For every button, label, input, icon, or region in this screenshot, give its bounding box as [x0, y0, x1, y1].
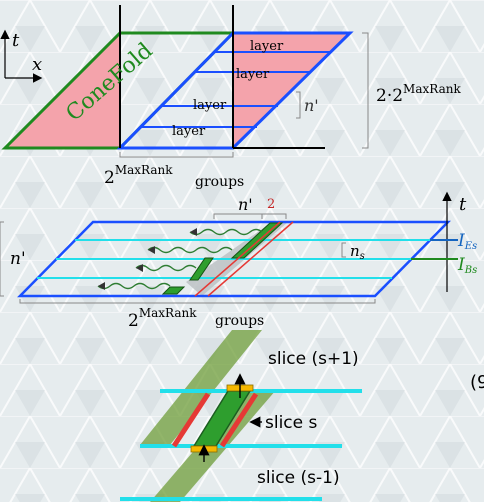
- ns-label: ns: [350, 242, 365, 262]
- height-bracket: [362, 32, 369, 149]
- slice-current-label: slice s: [265, 413, 318, 433]
- top-panel: t x layer layer layer layer ConeFold n' …: [0, 5, 461, 190]
- middle-groups-label: groups: [215, 313, 264, 329]
- arrowhead-1: [190, 228, 197, 236]
- slice-upper-shade: [140, 330, 262, 445]
- ibs-sub: Bs: [464, 265, 477, 276]
- red-edge-2: [207, 221, 294, 297]
- layer-label-3: layer: [193, 98, 227, 113]
- middle-t-axis-label: t: [459, 194, 467, 215]
- slice-prev-label: slice (s-1): [257, 468, 340, 488]
- ies-base: I: [457, 231, 465, 251]
- wavy-arrows: [97, 228, 263, 290]
- ibs-label: IBs: [457, 255, 477, 276]
- two-bracket: [261, 213, 287, 219]
- wavy-arrowheads: [98, 228, 197, 290]
- red-edge-left: [171, 392, 211, 448]
- ies-sub: Es: [464, 241, 477, 252]
- wavy-arrow-1: [189, 228, 263, 236]
- ns-sub: s: [360, 251, 365, 262]
- bottom-panel: slice (s+1) slice s slice (s-1) (9: [120, 330, 484, 502]
- x-axis-label: x: [32, 54, 42, 75]
- middle-panel: n' n' 2: [0, 191, 477, 331]
- middle-width-bracket: [19, 299, 376, 304]
- middle-width-label: 2MaxRank: [128, 306, 197, 331]
- edge-fragment: (9: [470, 372, 484, 393]
- n-prime-bracket: [296, 91, 301, 119]
- slice-bar-2: [189, 257, 214, 281]
- n-prime-label: n': [304, 96, 319, 115]
- arrowhead-2: [148, 246, 155, 254]
- red-edge-1: [194, 221, 281, 297]
- layer-label-2: layer: [236, 67, 270, 82]
- wavy-arrow-2: [147, 246, 233, 254]
- height-label-sup: MaxRank: [403, 82, 461, 96]
- slice-bar-1: [161, 286, 186, 295]
- top-width-label: 2MaxRank: [104, 163, 173, 188]
- t-axis-label: t: [12, 30, 20, 51]
- slice-next-label: slice (s+1): [268, 349, 359, 369]
- plane-parallelogram: [17, 220, 451, 298]
- arrowhead-4: [98, 282, 105, 290]
- left-n-prime-label: n': [10, 249, 26, 269]
- height-label: 2·2MaxRank: [376, 82, 461, 106]
- top-width-sup: MaxRank: [115, 163, 173, 177]
- layer-label-4: layer: [172, 124, 206, 139]
- width-bracket-top: [119, 152, 234, 158]
- height-label-base: 2·2: [376, 86, 403, 106]
- top-groups-label: groups: [195, 174, 244, 190]
- ns-bracket: [341, 242, 346, 258]
- middle-width-base: 2: [128, 311, 139, 331]
- ibs-base: I: [457, 255, 465, 275]
- ns-base: n: [350, 242, 360, 260]
- wavy-arrow-4: [97, 282, 171, 290]
- left-n-prime-bracket: [0, 221, 4, 297]
- top-n-prime-label: n': [238, 195, 253, 214]
- wavy-arrow-3: [135, 264, 197, 272]
- layer-label-1: layer: [250, 39, 284, 54]
- red-edge-right: [219, 392, 259, 448]
- arrowhead-3: [136, 264, 143, 272]
- top-width-base: 2: [104, 168, 115, 188]
- middle-width-sup: MaxRank: [139, 306, 197, 320]
- two-label: 2: [267, 197, 275, 212]
- ies-label: IEs: [457, 231, 477, 252]
